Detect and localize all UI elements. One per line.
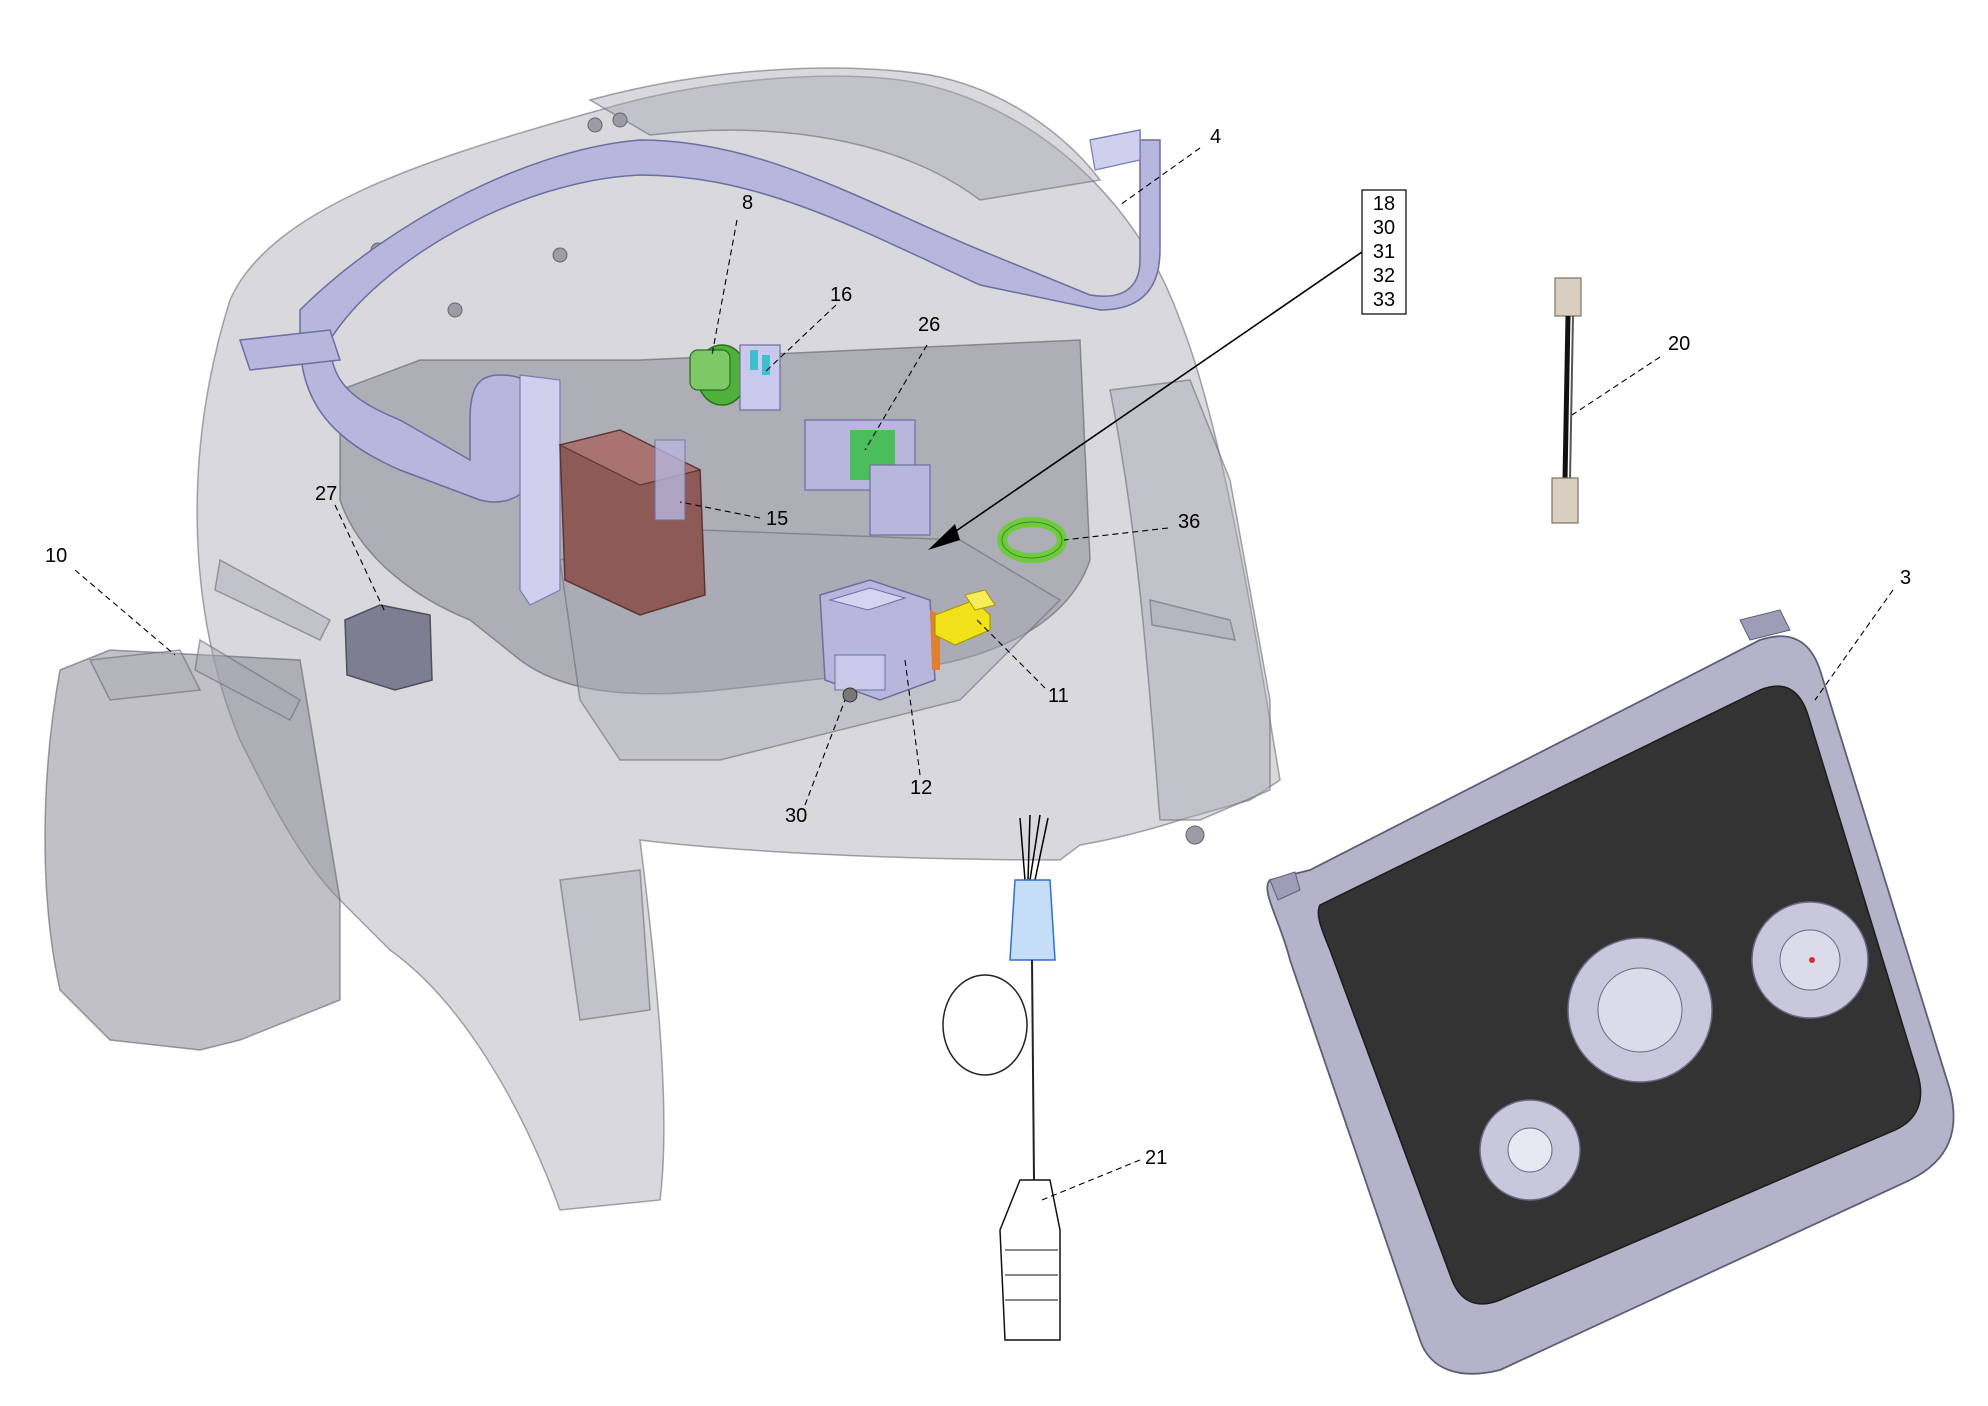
callout-10: 10 [45,545,67,567]
part-16-connector [739,344,781,411]
callout-20: 20 [1668,333,1690,355]
callout-26: 26 [918,314,940,336]
callout-4: 4 [1210,126,1221,148]
part-11-yellow-connector [934,589,996,646]
front-panel-part-3 [1266,609,1955,1375]
callout-labels: 4 8 16 26 15 36 11 12 30 27 10 20 21 3 [45,126,1911,1169]
callout-box-item: 31 [1373,241,1395,263]
callout-12: 12 [910,777,932,799]
callout-11: 11 [1048,685,1069,707]
callout-box-item: 33 [1373,289,1395,311]
callout-27: 27 [315,483,337,505]
leader-lines [74,147,1894,1201]
callout-box-item: 32 [1373,265,1395,287]
part-30-screw [842,687,858,703]
part-36-green-ring [997,517,1067,563]
callout-30: 30 [785,805,807,827]
callout-box-item: 18 [1373,193,1395,215]
part-8-green-component [689,344,748,406]
part-15-transformer [558,429,706,616]
part-12-terminal-block [819,579,940,701]
callout-16: 16 [830,284,852,306]
cable-part-20 [1551,277,1582,524]
part-27-relay [344,604,433,691]
power-cord-part-21 [942,814,1061,1341]
callout-15: 15 [766,508,788,530]
handle-part-4 [238,129,1161,606]
callout-box-item: 30 [1373,217,1395,239]
housing-part-10 [44,67,1281,1211]
callout-21: 21 [1145,1147,1167,1169]
callout-8: 8 [742,192,753,214]
part-26-module [804,419,931,536]
callout-3: 3 [1900,567,1911,589]
callout-36: 36 [1178,511,1200,533]
callout-box: 18 30 31 32 33 [1361,189,1407,315]
